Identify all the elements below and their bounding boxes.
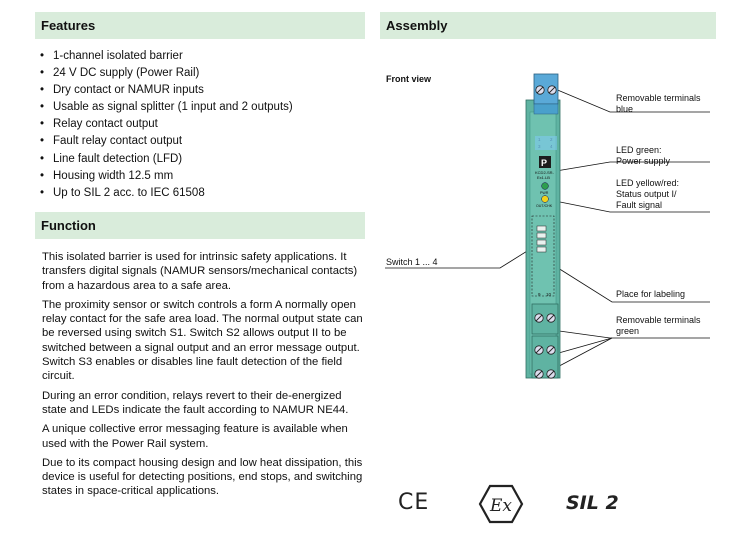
led-label: PWR <box>540 191 549 195</box>
led-yellow-icon <box>541 195 549 203</box>
callout-line: Status output I/ <box>616 189 677 199</box>
dip-switch-icon <box>536 225 547 232</box>
function-paragraph: During an error condition, relays revert… <box>42 389 349 416</box>
ex-mark-text: Ex <box>489 496 512 516</box>
dip-switch-icon <box>536 232 547 239</box>
callout-labeling: Place for labeling <box>616 289 686 299</box>
led-label: OUT/CHK <box>536 204 553 208</box>
callout-led-green: LED green: Power supply <box>616 145 670 167</box>
callout-line: LED yellow/red: <box>616 178 680 188</box>
terminal-block-green <box>531 303 559 379</box>
assembly-heading: Assembly <box>380 12 716 39</box>
terminal-number: 10 <box>546 292 552 297</box>
device-housing: 1 2 3 4 P KCD2-SR- Ex1.LB PWR OUT/CHK 9 … <box>525 73 561 379</box>
feature-item: Line fault detection (LFD) <box>38 151 293 168</box>
callout-line: green <box>616 326 640 336</box>
feature-item: Usable as signal splitter (1 input and 2… <box>38 99 293 116</box>
ce-mark-icon: CE <box>398 490 430 515</box>
callout-switch: Switch 1 ... 4 <box>386 257 438 267</box>
switch-area <box>531 215 555 297</box>
model-label: KCD2-SR- <box>535 170 555 175</box>
svg-text:P: P <box>541 158 547 168</box>
callout-terminals-blue: Removable terminals blue <box>616 93 701 115</box>
sil-mark: SIL 2 <box>566 492 619 514</box>
function-paragraph: Due to its compact housing design and lo… <box>42 456 363 498</box>
dip-switches <box>536 225 547 253</box>
led-green-icon <box>541 182 549 190</box>
dip-switch-icon <box>536 239 547 246</box>
terminal-number: 9 <box>538 292 541 297</box>
feature-item: Relay contact output <box>38 116 293 133</box>
callout-led-yellow-red: LED yellow/red: Status output I/ Fault s… <box>616 178 679 211</box>
callout-line: Removable terminals <box>616 93 701 103</box>
function-text: This isolated barrier is used for intrin… <box>42 250 368 504</box>
terminal-blue-lower <box>533 103 559 115</box>
function-paragraph: A unique collective error messaging feat… <box>42 423 348 450</box>
callout-line: LED green: <box>616 145 662 155</box>
callout-line: Removable terminals <box>616 315 701 325</box>
feature-item: Fault relay contact output <box>38 133 293 150</box>
function-heading: Function <box>35 212 365 239</box>
feature-item: 24 V DC supply (Power Rail) <box>38 65 293 82</box>
feature-item: Up to SIL 2 acc. to IEC 61508 <box>38 185 293 202</box>
callout-line: Power supply <box>616 156 671 166</box>
model-label: Ex1.LB <box>537 175 550 180</box>
callout-line: blue <box>616 104 634 114</box>
feature-item: Housing width 12.5 mm <box>38 168 293 185</box>
callout-line: Fault signal <box>616 200 663 210</box>
callout-terminals-green: Removable terminals green <box>616 315 701 337</box>
ex-mark-icon: Ex <box>478 484 524 524</box>
function-paragraph: The proximity sensor or switch controls … <box>42 298 363 383</box>
brand-logo-icon <box>539 156 551 168</box>
front-view-label: Front view <box>386 74 432 84</box>
dip-switch-icon <box>536 246 547 253</box>
function-paragraph: This isolated barrier is used for intrin… <box>42 251 358 292</box>
features-list: 1-channel isolated barrier 24 V DC suppl… <box>38 48 293 202</box>
terminal-number-field <box>535 136 557 150</box>
device-drawing: 1 2 3 4 P KCD2-SR- Ex1.LB PWR OUT/CHK 9 … <box>385 73 710 379</box>
features-heading: Features <box>35 12 365 39</box>
feature-item: Dry contact or NAMUR inputs <box>38 82 293 99</box>
feature-item: 1-channel isolated barrier <box>38 48 293 65</box>
